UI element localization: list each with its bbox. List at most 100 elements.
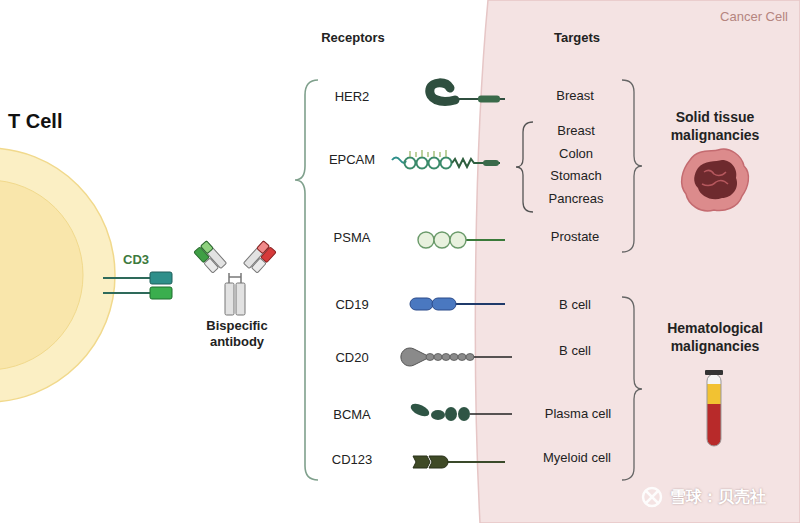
blood-tube <box>705 370 723 446</box>
receptor-domain <box>458 407 470 421</box>
node-label: T Cell <box>8 110 62 133</box>
antibody-symbol <box>194 241 276 315</box>
tumor-illustration <box>682 149 749 211</box>
receptor-domain <box>445 407 457 421</box>
receptor-stem <box>465 239 505 241</box>
group-bracket <box>622 80 642 252</box>
target-name: Myeloid cell <box>543 450 611 466</box>
receptor-domain <box>430 83 455 102</box>
receptor-domain <box>441 158 452 169</box>
receptor-domain <box>450 354 458 361</box>
group-heading: Solid tissue malignancies <box>655 109 775 144</box>
cd123-receptor <box>413 456 505 468</box>
cd19-receptor <box>410 298 505 310</box>
receptor-domain <box>410 298 433 310</box>
antibody-hinge <box>229 276 241 278</box>
receptor-name: CD3 <box>123 252 149 268</box>
receptor-name: CD123 <box>332 452 372 468</box>
receptor-domain <box>442 354 450 361</box>
her2-receptor <box>430 83 505 103</box>
node-shape <box>460 0 800 523</box>
antibody-light <box>204 258 219 273</box>
node-label: Cancer Cell <box>720 9 788 24</box>
receptor-domain <box>426 354 434 361</box>
receptor-name: CD19 <box>335 297 368 313</box>
receptor-brace <box>295 80 318 480</box>
receptor-stem <box>455 303 505 305</box>
target-name: Plasma cell <box>545 406 611 422</box>
receptor-domain <box>458 354 466 361</box>
bcma-receptor <box>409 401 512 421</box>
receptor-domain <box>478 96 500 103</box>
receptor-domain <box>466 354 474 361</box>
receptor-domain <box>418 232 434 248</box>
receptor-domain <box>434 232 450 248</box>
antibody-hinge <box>240 273 242 283</box>
target-name: Colon <box>559 146 593 162</box>
tumor-texture <box>702 170 728 185</box>
antibody-fc <box>225 283 234 315</box>
target-name: B cell <box>559 297 591 313</box>
target-name: B cell <box>559 343 591 359</box>
watermark-logo <box>643 488 661 506</box>
epcam-receptor <box>392 150 500 169</box>
tube-plasma <box>707 384 721 404</box>
tumor-inner <box>694 160 737 199</box>
receptor-domain <box>429 456 448 468</box>
watermark-logo <box>643 488 661 506</box>
column-header: Targets <box>554 30 600 46</box>
receptor-stem <box>470 356 512 358</box>
t-cell: T Cell <box>0 140 125 410</box>
tube-outline <box>707 374 721 446</box>
target-name: Breast <box>556 88 594 104</box>
tube-cap <box>705 370 723 375</box>
tube-blood <box>707 404 721 446</box>
antibody-heavy-tip <box>257 241 270 254</box>
receptor-stem <box>470 413 512 415</box>
cell-nucleus <box>0 180 83 370</box>
antibody-fc <box>236 283 245 315</box>
watermark-logo <box>646 491 658 503</box>
cd20-receptor <box>401 348 512 366</box>
receptor-name: BCMA <box>333 407 371 423</box>
antibody-heavy-tip <box>201 241 214 254</box>
target-name: Stomach <box>550 168 601 184</box>
group-bracket <box>622 297 642 480</box>
molecule-label: Bispecific antibody <box>195 318 279 351</box>
group-heading: Hematological malignancies <box>655 320 775 355</box>
receptor-domain <box>429 158 440 169</box>
receptor-domain <box>452 159 500 167</box>
antibody-hinge <box>228 273 230 283</box>
target-name: Pancreas <box>549 191 604 207</box>
watermark: 雪球：贝壳社 <box>670 487 766 507</box>
tube-empty <box>707 374 721 446</box>
receptor-domain <box>483 160 499 166</box>
cell-membrane <box>475 0 800 523</box>
receptor-domain <box>413 456 430 468</box>
antibody-light <box>251 258 266 273</box>
receptor-name: EPCAM <box>329 152 375 168</box>
receptor-stem <box>445 461 505 463</box>
cell-membrane <box>0 148 115 402</box>
receptor-domain <box>434 354 442 361</box>
column-header: Receptors <box>321 30 385 46</box>
receptor-name: HER2 <box>335 89 370 105</box>
receptor-domain <box>431 410 445 420</box>
cd3-domain <box>150 272 172 284</box>
target-name: Breast <box>557 123 595 139</box>
tumor-outer <box>682 149 749 211</box>
target-brace <box>516 122 533 212</box>
target-name: Prostate <box>551 229 599 245</box>
receptor-domain <box>432 298 456 310</box>
receptor-domain <box>409 401 431 419</box>
cd3-domain <box>150 287 172 299</box>
receptor-domain <box>417 158 428 169</box>
cancer-cell: Cancer Cell <box>460 0 800 523</box>
receptor-name: CD20 <box>335 350 368 366</box>
receptor-name: PSMA <box>334 230 371 246</box>
psma-receptor <box>418 232 505 248</box>
glycan-tick <box>410 150 446 157</box>
receptor-domain <box>405 158 416 169</box>
receptor-domain <box>450 232 466 248</box>
